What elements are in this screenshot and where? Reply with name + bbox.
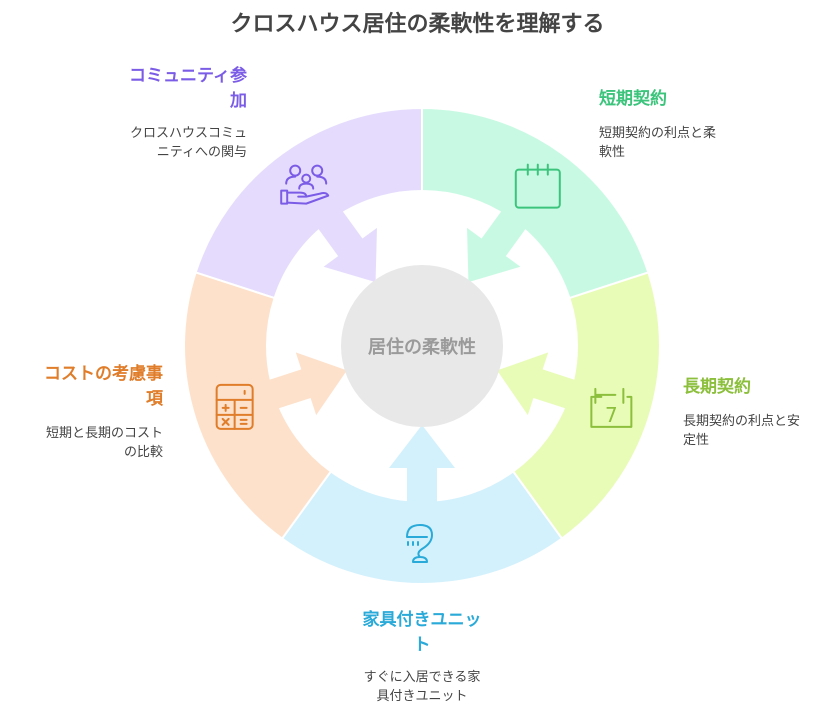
long-term-desc: 長期契約の利点と安 定性 [683, 412, 800, 450]
long-term-title-line: 長期契約 [683, 377, 751, 397]
diagram-title: クロスハウス居住の柔軟性を理解する [230, 12, 605, 37]
long-term-desc-line: 定性 [683, 433, 710, 448]
calendar-7-icon: 7 [590, 387, 633, 428]
arrow-short [467, 210, 527, 283]
arrow-community [317, 210, 377, 283]
calendar-icon [514, 163, 561, 209]
short-term-desc-line: 短期契約の利点と柔 [599, 126, 717, 141]
arrow-furnished [389, 425, 455, 503]
arrow-cost [268, 352, 347, 416]
segment-short [421, 106, 650, 300]
cost-title-line: コストの考慮事 [44, 364, 163, 384]
community-title-line: コミュニティ参 [129, 66, 247, 86]
furnished-desc-line: すぐに入居できる家 [363, 670, 481, 685]
community-title: コミュニティ参 加 [129, 64, 247, 114]
cost-desc-line: 短期と長期のコスト [45, 426, 163, 441]
furnished-title-line: ト [413, 635, 431, 655]
cost-desc: 短期と長期のコスト の比較 [46, 424, 163, 462]
desk-lamp-icon [406, 524, 433, 563]
cost-title-line: 項 [146, 389, 163, 409]
community-title-line: 加 [230, 91, 247, 111]
community-desc-line: クロスハウスコミュ [129, 126, 247, 141]
furnished-desc: すぐに入居できる家 具付きユニット [322, 668, 522, 706]
community-desc: クロスハウスコミュ ニティへの関与 [130, 124, 247, 162]
segment-furnished [280, 470, 564, 585]
svg-text:7: 7 [605, 403, 618, 427]
center-label: 居住の柔軟性 [368, 336, 476, 358]
short-term-desc-line: 軟性 [599, 145, 626, 160]
furnished-desc-line: 具付きユニット [376, 689, 468, 704]
segment-long [511, 271, 661, 540]
arrow-long [497, 352, 576, 416]
furnished-title: 家具付きユニッ ト [322, 608, 522, 658]
cost-desc-line: の比較 [123, 445, 163, 460]
center-circle [341, 265, 503, 427]
calculator-icon [215, 383, 254, 430]
cost-title: コストの考慮事 項 [44, 362, 163, 412]
segment-cost [183, 271, 333, 540]
short-term-desc: 短期契約の利点と柔 軟性 [599, 124, 716, 162]
community-desc-line: ニティへの関与 [156, 145, 247, 160]
furnished-title-line: 家具付きユニッ [362, 610, 482, 630]
long-term-desc-line: 長期契約の利点と安 [683, 414, 801, 429]
long-term-title: 長期契約 [683, 375, 751, 400]
short-term-title-line: 短期契約 [599, 89, 667, 109]
short-term-title: 短期契約 [599, 87, 667, 112]
community-hand-icon [280, 164, 330, 205]
